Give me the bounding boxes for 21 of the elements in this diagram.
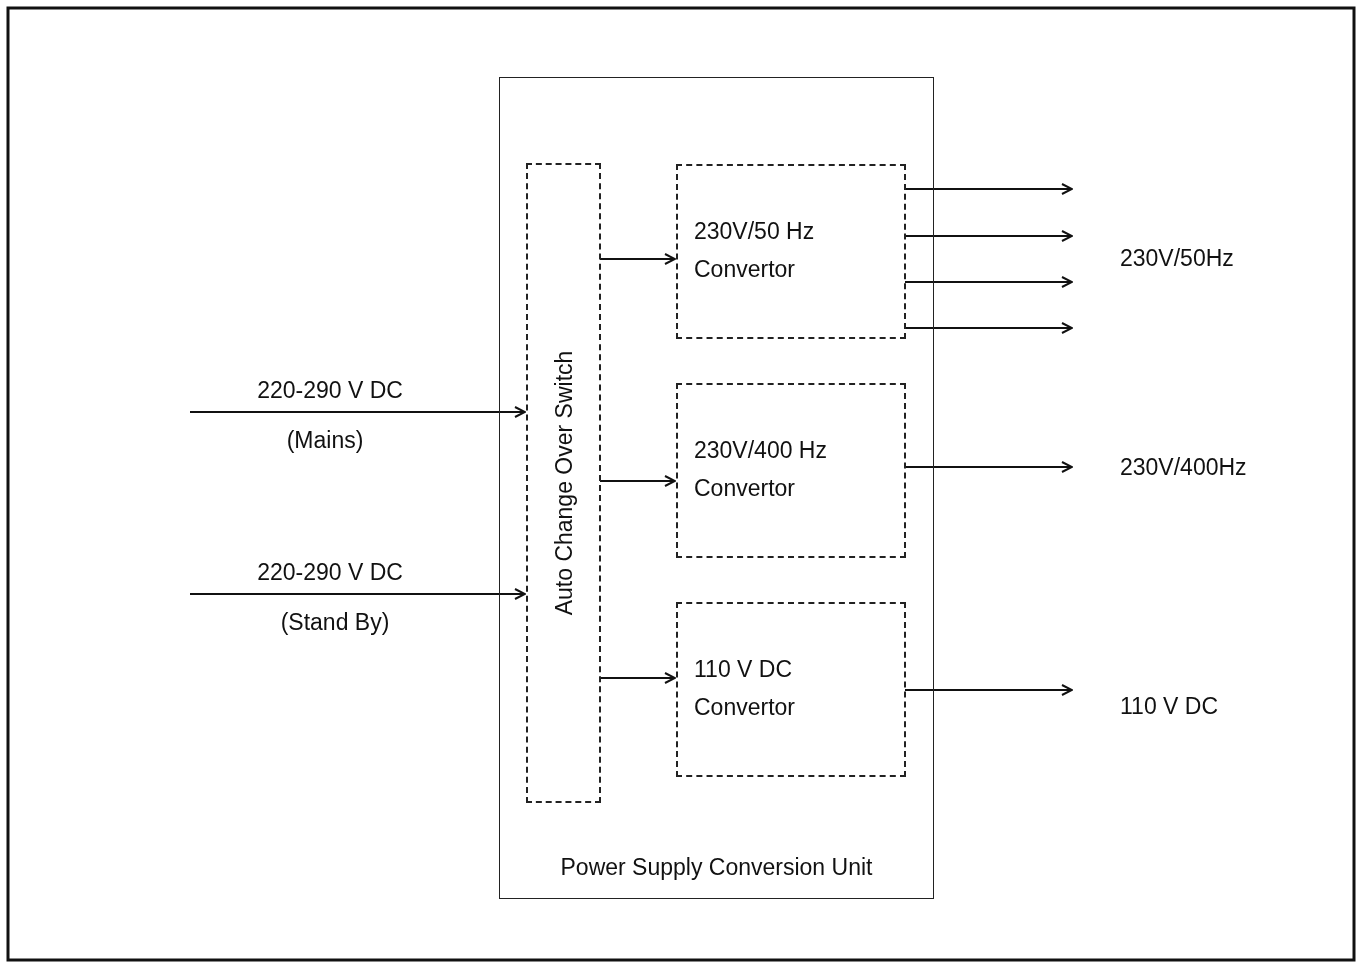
switch-box — [526, 163, 601, 803]
arrow — [189, 406, 526, 418]
arrow — [904, 461, 1073, 473]
convertor-box — [676, 383, 906, 558]
arrow — [599, 672, 676, 684]
unit-box — [499, 77, 934, 899]
node-label: 110 V DC Convertor — [694, 655, 796, 722]
arrow — [904, 684, 1073, 696]
arrow — [599, 475, 676, 487]
node-label: Power Supply Conversion Unit — [559, 853, 874, 882]
convertor-box — [676, 164, 906, 339]
node-label: 230V/50 Hz Convertor — [694, 217, 816, 284]
node-label: Auto Change Over Switch — [549, 350, 578, 616]
node-label: 230V/400 Hz Convertor — [694, 436, 828, 503]
arrow — [599, 253, 676, 265]
arrow — [189, 588, 526, 600]
convertor-box — [676, 602, 906, 777]
arrow — [904, 276, 1073, 288]
arrow — [904, 322, 1073, 334]
arrow — [904, 183, 1073, 195]
arrow — [904, 230, 1073, 242]
